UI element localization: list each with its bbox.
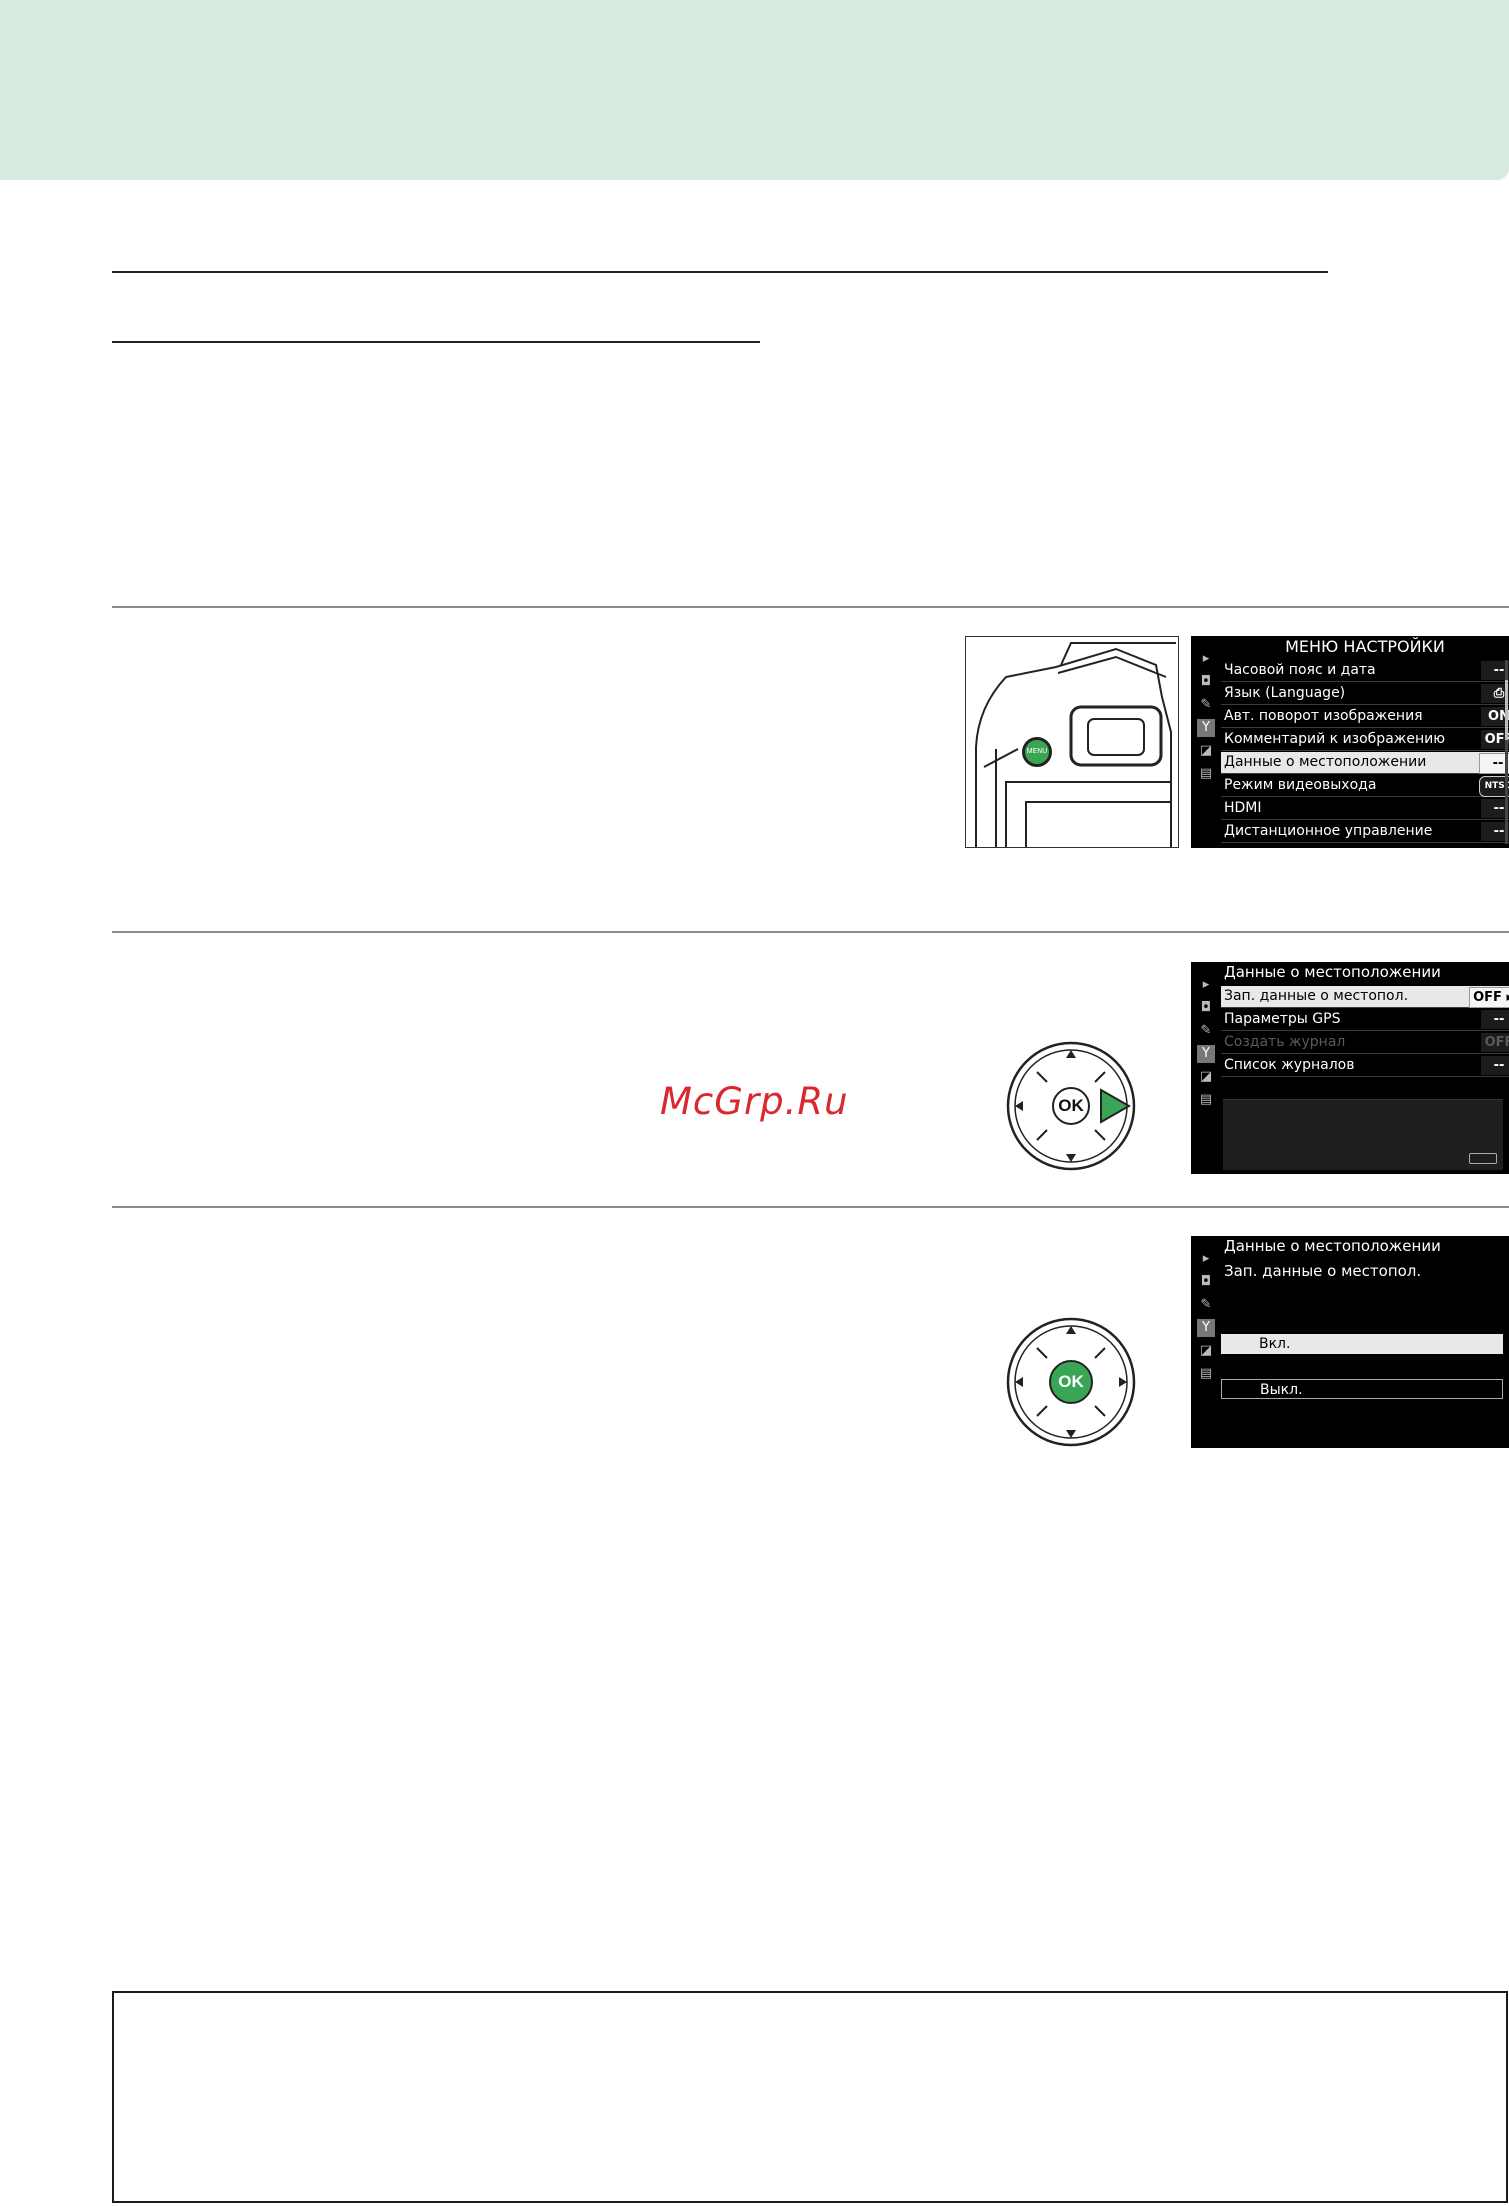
menu-item-record-location[interactable]: Зап. данные о местопол. OFF ▸ bbox=[1221, 986, 1509, 1008]
wrench-tab-icon[interactable]: Y bbox=[1197, 1319, 1215, 1337]
menu-item-value: -- bbox=[1479, 753, 1509, 774]
camera-tab-icon[interactable]: ◘ bbox=[1200, 674, 1212, 689]
menu-button[interactable]: MENU bbox=[1022, 737, 1052, 767]
menu-item-remote[interactable]: Дистанционное управление -- bbox=[1221, 821, 1509, 843]
menu-item-location-data[interactable]: Данные о местоположении -- bbox=[1221, 752, 1509, 774]
pencil-tab-icon[interactable]: ✎ bbox=[1200, 1297, 1212, 1312]
playback-tab-icon[interactable]: ▸ bbox=[1202, 651, 1210, 666]
wrench-tab-icon[interactable]: Y bbox=[1197, 719, 1215, 737]
menu-item-value: -- bbox=[1481, 661, 1509, 680]
menu-item-label: Создать журнал bbox=[1224, 1034, 1346, 1050]
menu-item-value: -- bbox=[1481, 1056, 1509, 1075]
ok-button[interactable]: OK bbox=[1058, 1372, 1084, 1391]
recent-tab-icon[interactable]: ▤ bbox=[1199, 766, 1213, 781]
menu-item-label: Дистанционное управление bbox=[1224, 823, 1433, 839]
menu-item-value: -- bbox=[1481, 799, 1509, 818]
camera-back-illustration: MENU bbox=[965, 636, 1179, 848]
menu-item-image-comment[interactable]: Комментарий к изображению OFF bbox=[1221, 729, 1509, 751]
battery-icon bbox=[1469, 1153, 1497, 1164]
menu-item-label: Список журналов bbox=[1224, 1057, 1355, 1073]
step-1-separator bbox=[112, 606, 1509, 608]
menu-item-label: Данные о местоположении bbox=[1224, 754, 1427, 770]
info-panel bbox=[1223, 1099, 1503, 1170]
location-data-screen: Данные о местоположении ▸ ◘ ✎ Y ◪ ▤ Зап.… bbox=[1191, 962, 1509, 1174]
menu-item-timezone[interactable]: Часовой пояс и дата -- bbox=[1221, 660, 1509, 682]
setup-menu-title: МЕНЮ НАСТРОЙКИ bbox=[1285, 637, 1445, 656]
camera-tab-icon[interactable]: ◘ bbox=[1200, 1000, 1212, 1015]
pencil-tab-icon[interactable]: ✎ bbox=[1200, 697, 1212, 712]
menu-item-label: Часовой пояс и дата bbox=[1224, 662, 1376, 678]
menu-item-label: Авт. поворот изображения bbox=[1224, 708, 1423, 724]
setup-menu-screen: МЕНЮ НАСТРОЙКИ ▸ ◘ ✎ Y ◪ ▤ Часовой пояс … bbox=[1191, 636, 1509, 848]
recent-tab-icon[interactable]: ▤ bbox=[1199, 1366, 1213, 1381]
camera-body-icon bbox=[975, 642, 1176, 847]
menu-item-value: OFF bbox=[1481, 1033, 1509, 1052]
menu-item-value: ON bbox=[1481, 707, 1509, 726]
record-location-screen: Данные о местоположении Зап. данные о ме… bbox=[1191, 1236, 1509, 1448]
location-screen-title: Данные о местоположении bbox=[1224, 963, 1441, 981]
menu-item-value: OFF bbox=[1481, 730, 1509, 749]
option-off[interactable]: Выкл. bbox=[1221, 1379, 1503, 1399]
menu-item-value: NTSC bbox=[1479, 776, 1509, 797]
menu-item-video-mode[interactable]: Режим видеовыхода NTSC bbox=[1221, 775, 1509, 797]
menu-item-value: OFF ▸ bbox=[1469, 987, 1509, 1008]
menu-item-label: Режим видеовыхода bbox=[1224, 777, 1377, 793]
menu-item-auto-rotate[interactable]: Авт. поворот изображения ON bbox=[1221, 706, 1509, 728]
menu-item-label: Параметры GPS bbox=[1224, 1011, 1341, 1027]
menu-item-label: HDMI bbox=[1224, 800, 1262, 816]
retouch-tab-icon[interactable]: ◪ bbox=[1199, 743, 1213, 758]
menu-item-label: Зап. данные о местопол. bbox=[1224, 988, 1409, 1004]
menu-item-value: -- bbox=[1481, 822, 1509, 841]
wrench-tab-icon[interactable]: Y bbox=[1197, 1045, 1215, 1063]
heading-rule-2 bbox=[112, 341, 760, 343]
option-screen-title: Данные о местоположении bbox=[1224, 1237, 1441, 1255]
heading-rule-1 bbox=[112, 271, 1328, 273]
step-3-separator bbox=[112, 1206, 1509, 1208]
menu-item-language[interactable]: Язык (Language) ⎙ bbox=[1221, 683, 1509, 705]
camera-tab-icon[interactable]: ◘ bbox=[1200, 1274, 1212, 1289]
menu-button-label: MENU bbox=[1026, 748, 1048, 755]
playback-tab-icon[interactable]: ▸ bbox=[1202, 977, 1210, 992]
retouch-tab-icon[interactable]: ◪ bbox=[1199, 1069, 1213, 1084]
recent-tab-icon[interactable]: ▤ bbox=[1199, 1092, 1213, 1107]
watermark: McGrp.Ru bbox=[660, 1080, 849, 1123]
language-icon: ⎙ bbox=[1481, 684, 1509, 703]
pencil-tab-icon[interactable]: ✎ bbox=[1200, 1023, 1212, 1038]
multi-selector-ok: OK bbox=[1005, 1316, 1137, 1448]
header-banner bbox=[0, 0, 1509, 180]
multi-selector-right: OK bbox=[1005, 1040, 1137, 1172]
menu-item-value: -- bbox=[1481, 1010, 1509, 1029]
option-screen-subtitle: Зап. данные о местопол. bbox=[1224, 1262, 1422, 1280]
menu-item-hdmi[interactable]: HDMI -- bbox=[1221, 798, 1509, 820]
menu-item-gps-options[interactable]: Параметры GPS -- bbox=[1221, 1009, 1509, 1031]
note-box bbox=[112, 1991, 1508, 2203]
step-2-separator bbox=[112, 931, 1509, 933]
retouch-tab-icon[interactable]: ◪ bbox=[1199, 1343, 1213, 1358]
ok-button[interactable]: OK bbox=[1058, 1096, 1084, 1115]
scrollbar[interactable] bbox=[1505, 660, 1508, 844]
menu-item-create-log: Создать журнал OFF bbox=[1221, 1032, 1509, 1054]
menu-item-label: Язык (Language) bbox=[1224, 685, 1346, 701]
option-on[interactable]: Вкл. bbox=[1221, 1334, 1503, 1354]
menu-item-log-list[interactable]: Список журналов -- bbox=[1221, 1055, 1509, 1077]
menu-item-label: Комментарий к изображению bbox=[1224, 731, 1446, 747]
playback-tab-icon[interactable]: ▸ bbox=[1202, 1251, 1210, 1266]
